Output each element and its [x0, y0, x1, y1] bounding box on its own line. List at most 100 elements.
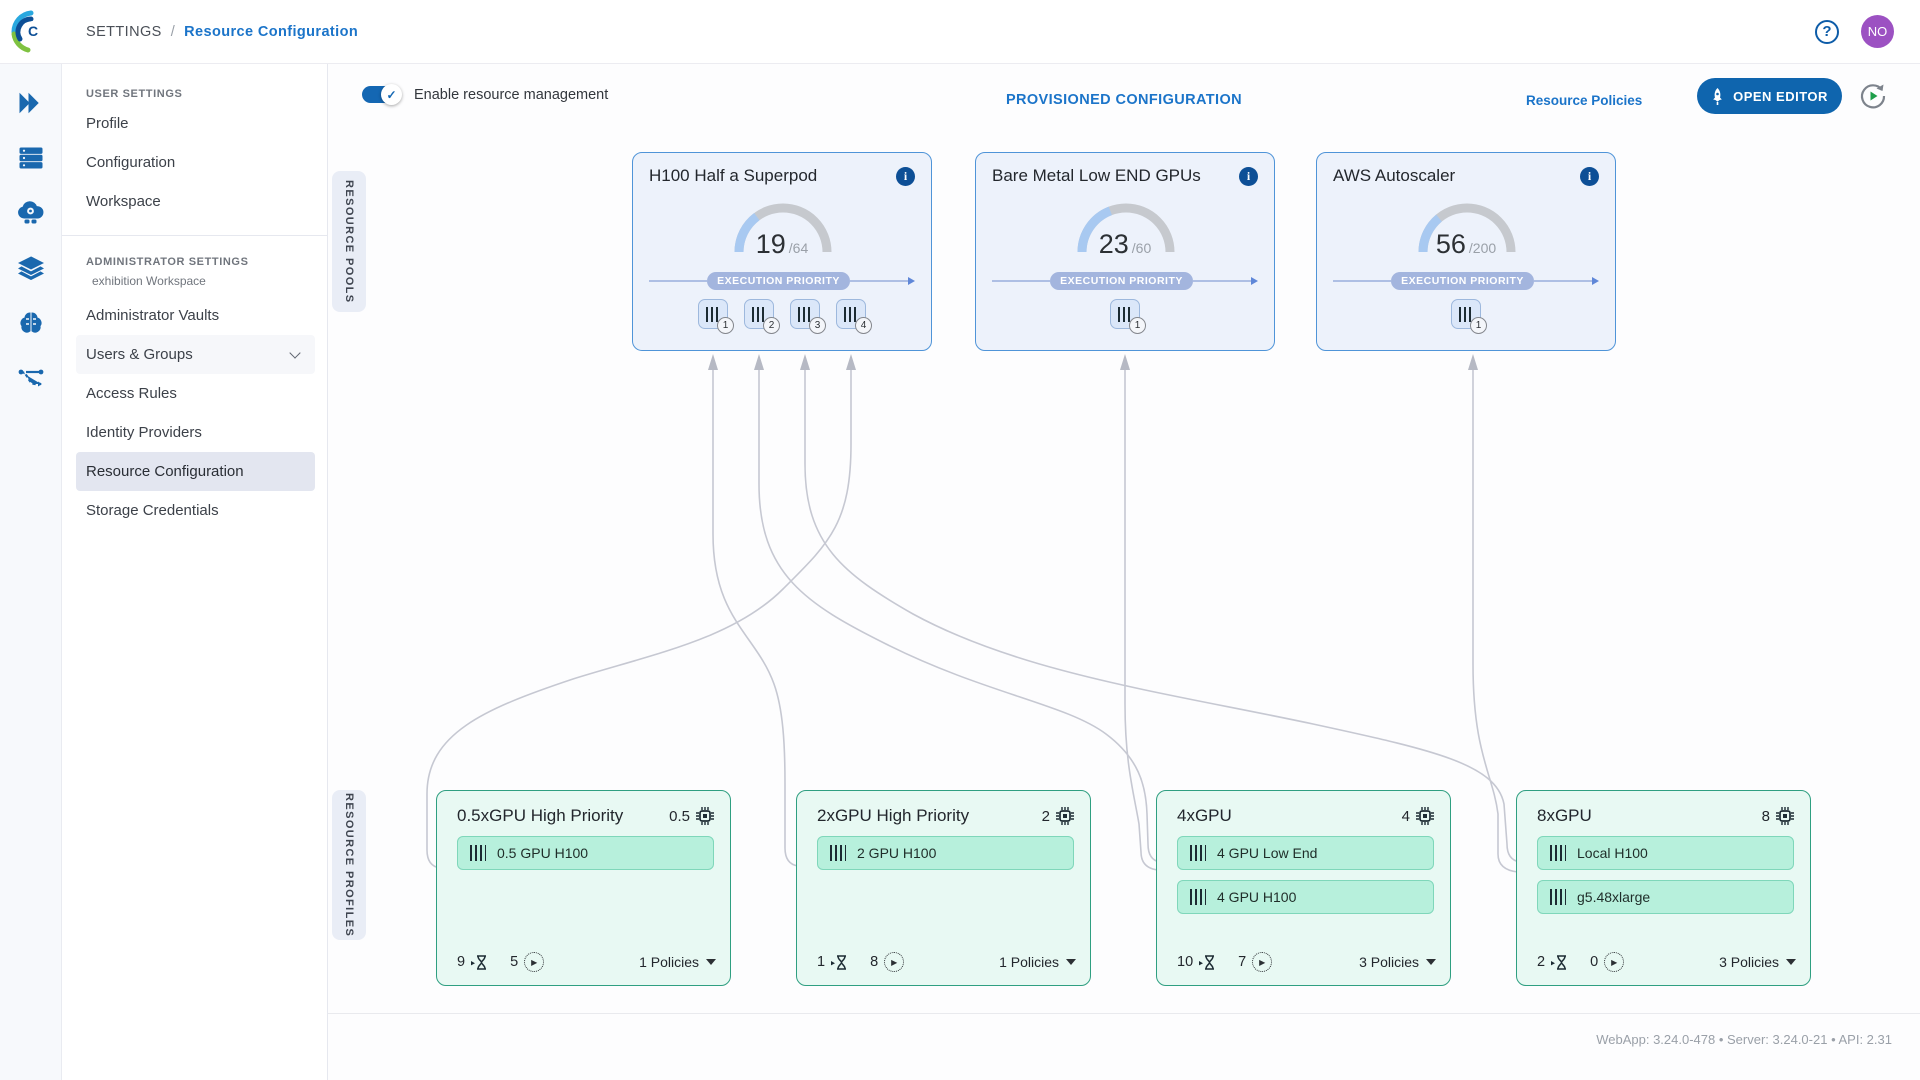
- running-count: 5: [510, 954, 519, 970]
- sidebar-item-administrator-vaults[interactable]: Administrator Vaults: [86, 307, 220, 324]
- execution-priority-axis: EXECUTION PRIORITY: [992, 272, 1259, 290]
- priority-badge: 1: [1129, 317, 1146, 334]
- policies-dropdown[interactable]: 1 Policies: [639, 954, 716, 970]
- sidebar-item-workspace[interactable]: Workspace: [86, 193, 161, 210]
- gpu-barcode-icon: [830, 845, 846, 861]
- help-icon[interactable]: ?: [1815, 19, 1839, 44]
- info-icon[interactable]: i: [896, 166, 915, 186]
- caret-down-icon: [1786, 959, 1796, 965]
- caret-down-icon: [1426, 959, 1436, 965]
- pool-usage-gauge: 19 /64: [649, 192, 915, 259]
- settings-sidebar: USER SETTINGS Profile Configuration Work…: [62, 64, 328, 1080]
- pool-used-count: 23: [1098, 229, 1129, 259]
- fast-forward-icon[interactable]: [12, 84, 50, 122]
- clearml-logo[interactable]: C: [8, 9, 54, 55]
- sidebar-item-resource-configuration[interactable]: Resource Configuration: [76, 452, 315, 491]
- pool-total-count: /64: [788, 240, 809, 256]
- resource-profiles-tab: RESOURCE PROFILES: [332, 790, 366, 940]
- chip-icon: [1056, 807, 1074, 825]
- server-rack-icon[interactable]: [12, 139, 50, 177]
- pipeline-icon[interactable]: [12, 359, 50, 397]
- enqueued-hourglass-icon: [1551, 954, 1567, 970]
- worker-slot[interactable]: 4: [836, 299, 872, 334]
- profile-card-8xgpu[interactable]: 8xGPU 8 Local H100 g5.48xlarge 2: [1516, 790, 1811, 986]
- execution-priority-axis: EXECUTION PRIORITY: [649, 272, 916, 290]
- worker-slot[interactable]: 1: [1451, 299, 1487, 334]
- linked-pool-pill[interactable]: 4 GPU H100: [1177, 880, 1434, 914]
- auto-refresh-icon[interactable]: [1858, 81, 1888, 111]
- worker-slot[interactable]: 1: [698, 299, 734, 334]
- sidebar-item-users-groups[interactable]: Users & Groups: [76, 335, 315, 374]
- running-count: 7: [1238, 954, 1247, 970]
- pending-count: 1: [817, 954, 826, 970]
- profile-card-2xgpu[interactable]: 2xGPU High Priority 2 2 GPU H100 1: [796, 790, 1091, 986]
- section-label-user-settings: USER SETTINGS: [86, 88, 183, 100]
- worker-slot[interactable]: 2: [744, 299, 780, 334]
- resource-policies-link[interactable]: Resource Policies: [1526, 93, 1643, 108]
- layers-icon[interactable]: [12, 249, 50, 287]
- breadcrumb-settings[interactable]: SETTINGS: [86, 23, 162, 40]
- chip-icon: [696, 807, 714, 825]
- toggle-check-icon: ✓: [381, 84, 402, 105]
- section-label-administrator-settings: ADMINISTRATOR SETTINGS: [86, 256, 249, 268]
- running-play-icon: ▶: [1252, 952, 1273, 972]
- sidebar-divider: [62, 235, 327, 236]
- sidebar-item-profile[interactable]: Profile: [86, 115, 129, 132]
- gpu-barcode-icon: [470, 845, 486, 861]
- chevron-down-icon: [289, 346, 301, 359]
- version-info: WebApp: 3.24.0-478 • Server: 3.24.0-21 •…: [1596, 1032, 1892, 1047]
- execution-priority-label: EXECUTION PRIORITY: [1050, 272, 1193, 290]
- pool-card-h100-half-superpod[interactable]: H100 Half a Superpod i 19 /64 EXECUTION …: [632, 152, 932, 351]
- enable-resource-management-toggle[interactable]: ✓: [362, 84, 402, 105]
- sidebar-item-configuration[interactable]: Configuration: [86, 154, 176, 171]
- pending-count: 10: [1177, 954, 1194, 970]
- profile-title: 0.5xGPU High Priority: [457, 806, 624, 825]
- priority-arrow-icon: [908, 277, 916, 285]
- brain-icon[interactable]: [12, 304, 50, 342]
- sidebar-item-storage-credentials[interactable]: Storage Credentials: [86, 502, 219, 519]
- enqueued-hourglass-icon: [831, 954, 847, 970]
- sidebar-item-identity-providers[interactable]: Identity Providers: [86, 424, 202, 441]
- execution-priority-label: EXECUTION PRIORITY: [1391, 272, 1534, 290]
- running-play-icon: ▶: [884, 952, 905, 972]
- info-icon[interactable]: i: [1239, 166, 1258, 186]
- pool-title: H100 Half a Superpod: [649, 166, 818, 185]
- priority-arrow-icon: [1251, 277, 1259, 285]
- worker-slot[interactable]: 1: [1110, 299, 1146, 334]
- gpu-barcode-icon: [1190, 845, 1206, 861]
- gpu-barcode-icon: [705, 306, 721, 322]
- pool-card-bare-metal[interactable]: Bare Metal Low END GPUs i 23 /60 EXECUTI…: [975, 152, 1275, 351]
- running-count: 8: [870, 954, 879, 970]
- top-bar: C SETTINGS / Resource Configuration ? NO: [0, 0, 1920, 64]
- breadcrumb-separator: /: [170, 23, 176, 40]
- worker-slot[interactable]: 3: [790, 299, 826, 334]
- linked-pool-pill[interactable]: 0.5 GPU H100: [457, 836, 714, 870]
- profile-card-05xgpu[interactable]: 0.5xGPU High Priority 0.5 0.5 GPU H100 9: [436, 790, 731, 986]
- linked-pool-pill[interactable]: g5.48xlarge: [1537, 880, 1794, 914]
- info-icon[interactable]: i: [1580, 166, 1599, 186]
- enqueued-hourglass-icon: [471, 954, 487, 970]
- pool-card-aws-autoscaler[interactable]: AWS Autoscaler i 56 /200 EXECUTION PRIOR…: [1316, 152, 1616, 351]
- running-jobs-stat: 5 ▶: [510, 952, 545, 972]
- policies-dropdown[interactable]: 3 Policies: [1359, 954, 1436, 970]
- policies-dropdown[interactable]: 3 Policies: [1719, 954, 1796, 970]
- priority-badge: 4: [855, 317, 872, 334]
- svg-text:C: C: [28, 23, 38, 39]
- rocket-icon: [1713, 87, 1722, 105]
- policies-dropdown[interactable]: 1 Policies: [999, 954, 1076, 970]
- linked-pool-pill[interactable]: Local H100: [1537, 836, 1794, 870]
- pending-count: 2: [1537, 954, 1546, 970]
- caret-down-icon: [1066, 959, 1076, 965]
- pending-jobs-stat: 10: [1177, 954, 1216, 971]
- resource-configuration-panel: ✓ Enable resource management PROVISIONED…: [328, 64, 1920, 1080]
- linked-pool-pill[interactable]: 4 GPU Low End: [1177, 836, 1434, 870]
- avatar[interactable]: NO: [1861, 15, 1894, 48]
- pool-usage-gauge: 56 /200: [1333, 192, 1599, 259]
- gpu-barcode-icon: [1550, 889, 1566, 905]
- linked-pool-pill[interactable]: 2 GPU H100: [817, 836, 1074, 870]
- footer-divider: [328, 1013, 1920, 1014]
- sidebar-item-access-rules[interactable]: Access Rules: [86, 385, 177, 402]
- open-editor-button[interactable]: OPEN EDITOR: [1697, 78, 1842, 114]
- profile-card-4xgpu[interactable]: 4xGPU 4 4 GPU Low End 4 GPU H100 10: [1156, 790, 1451, 986]
- cloud-gear-icon[interactable]: [12, 194, 50, 232]
